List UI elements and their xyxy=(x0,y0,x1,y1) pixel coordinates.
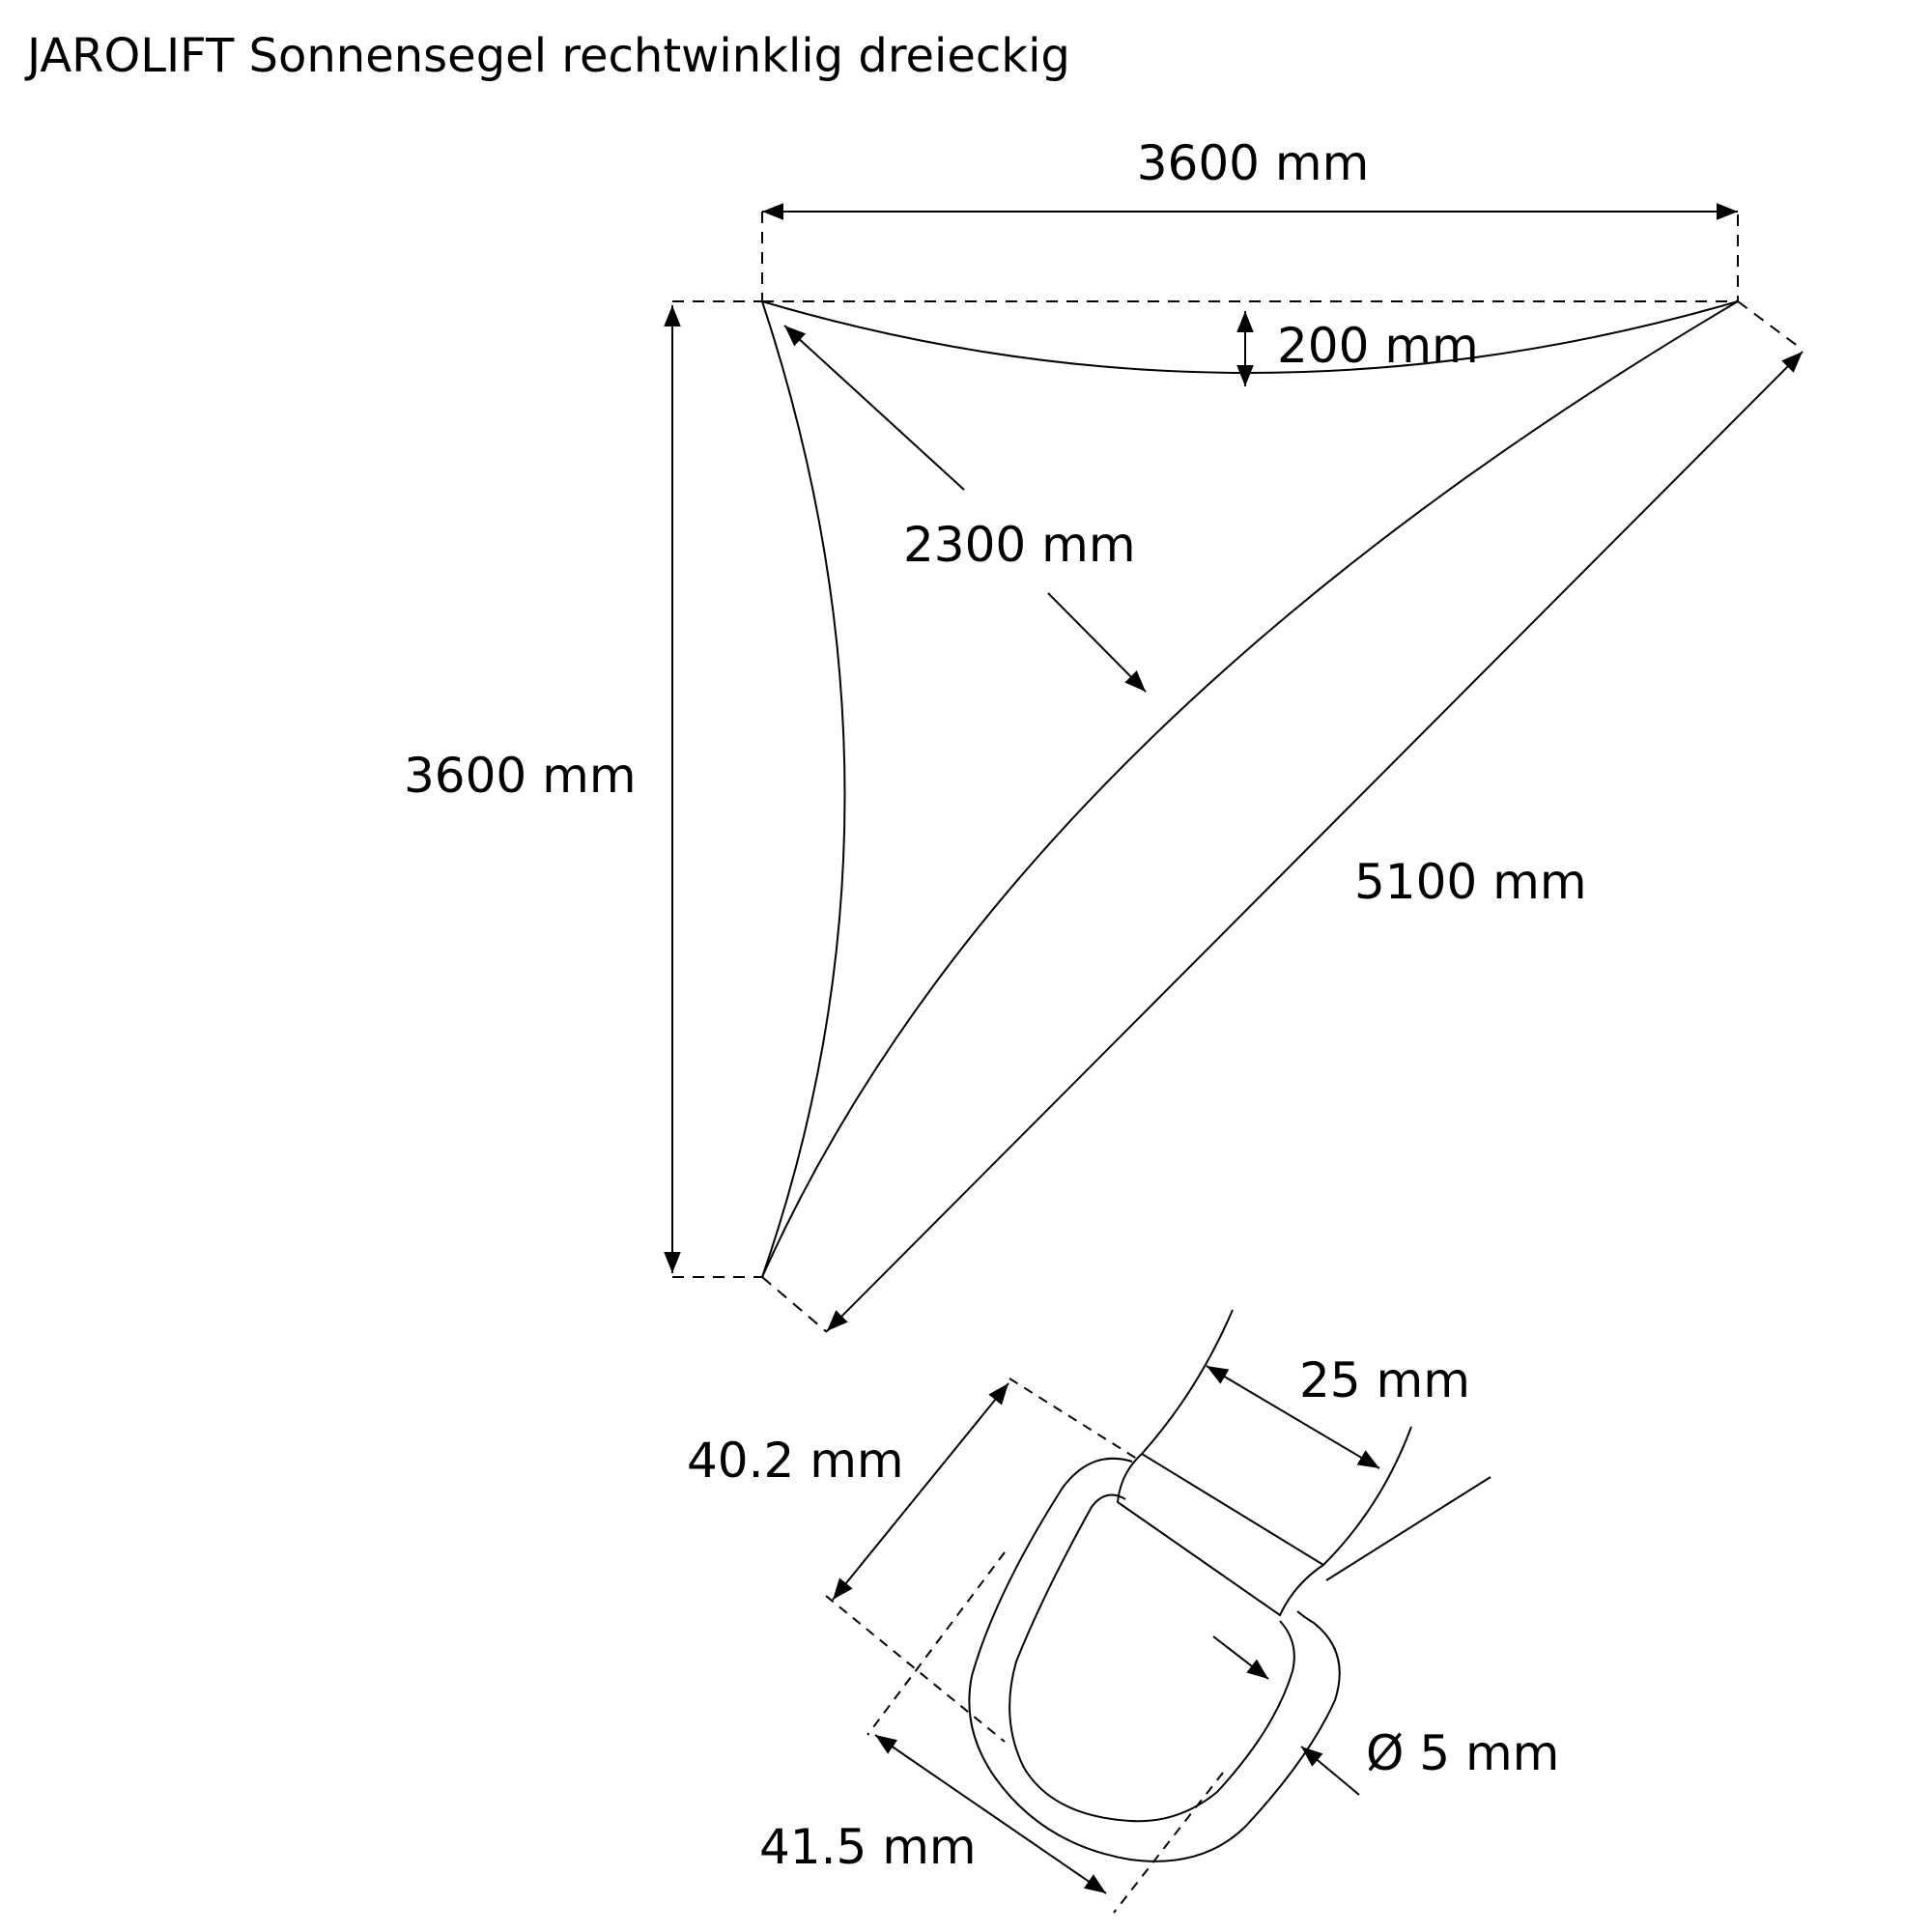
strap-width-dimension xyxy=(1206,1365,1380,1469)
strap-end xyxy=(1141,1453,1324,1566)
top-width-label: 3600 mm xyxy=(1137,135,1370,191)
d-ring-detail xyxy=(968,1309,1492,1862)
sag-arrow-top xyxy=(783,325,965,491)
hypotenuse-edge xyxy=(761,300,1739,1278)
diameter-arrow-inner xyxy=(1212,1635,1269,1680)
webbing-line xyxy=(1325,1476,1492,1581)
d-ring-outer xyxy=(968,1457,1341,1862)
strap-right-edge xyxy=(1322,1426,1412,1566)
strap-width-label: 25 mm xyxy=(1299,1352,1470,1408)
top-edge xyxy=(761,300,1739,374)
hypotenuse-label: 5100 mm xyxy=(1354,854,1587,910)
d-ring-inner xyxy=(1009,1493,1295,1823)
strap-fold xyxy=(1116,1453,1324,1617)
ring-width-label: 41.5 mm xyxy=(759,1819,977,1875)
hypotenuse-dimension xyxy=(826,351,1804,1332)
strap-left-edge xyxy=(1141,1309,1234,1455)
sag-arrow-bottom xyxy=(1047,592,1147,693)
diameter-arrow-outer xyxy=(1300,1746,1360,1796)
ring-height-label: 40.2 mm xyxy=(687,1433,904,1489)
ring-width-dimension xyxy=(874,1734,1107,1894)
sail-outline xyxy=(761,300,1739,1278)
left-edge xyxy=(761,300,846,1278)
dimension-lines xyxy=(664,203,1804,1332)
diagram-title: JAROLIFT Sonnensegel rechtwinklig dreiec… xyxy=(27,29,1070,83)
ring-height-dimension xyxy=(832,1382,1009,1601)
extension-lines xyxy=(672,212,1804,1333)
top-sag-label: 200 mm xyxy=(1277,318,1479,374)
hypotenuse-sag-label: 2300 mm xyxy=(903,517,1136,573)
wire-diameter-label: Ø 5 mm xyxy=(1366,1725,1559,1781)
d-ring-dimension-lines xyxy=(832,1365,1380,1894)
left-height-label: 3600 mm xyxy=(404,748,637,804)
